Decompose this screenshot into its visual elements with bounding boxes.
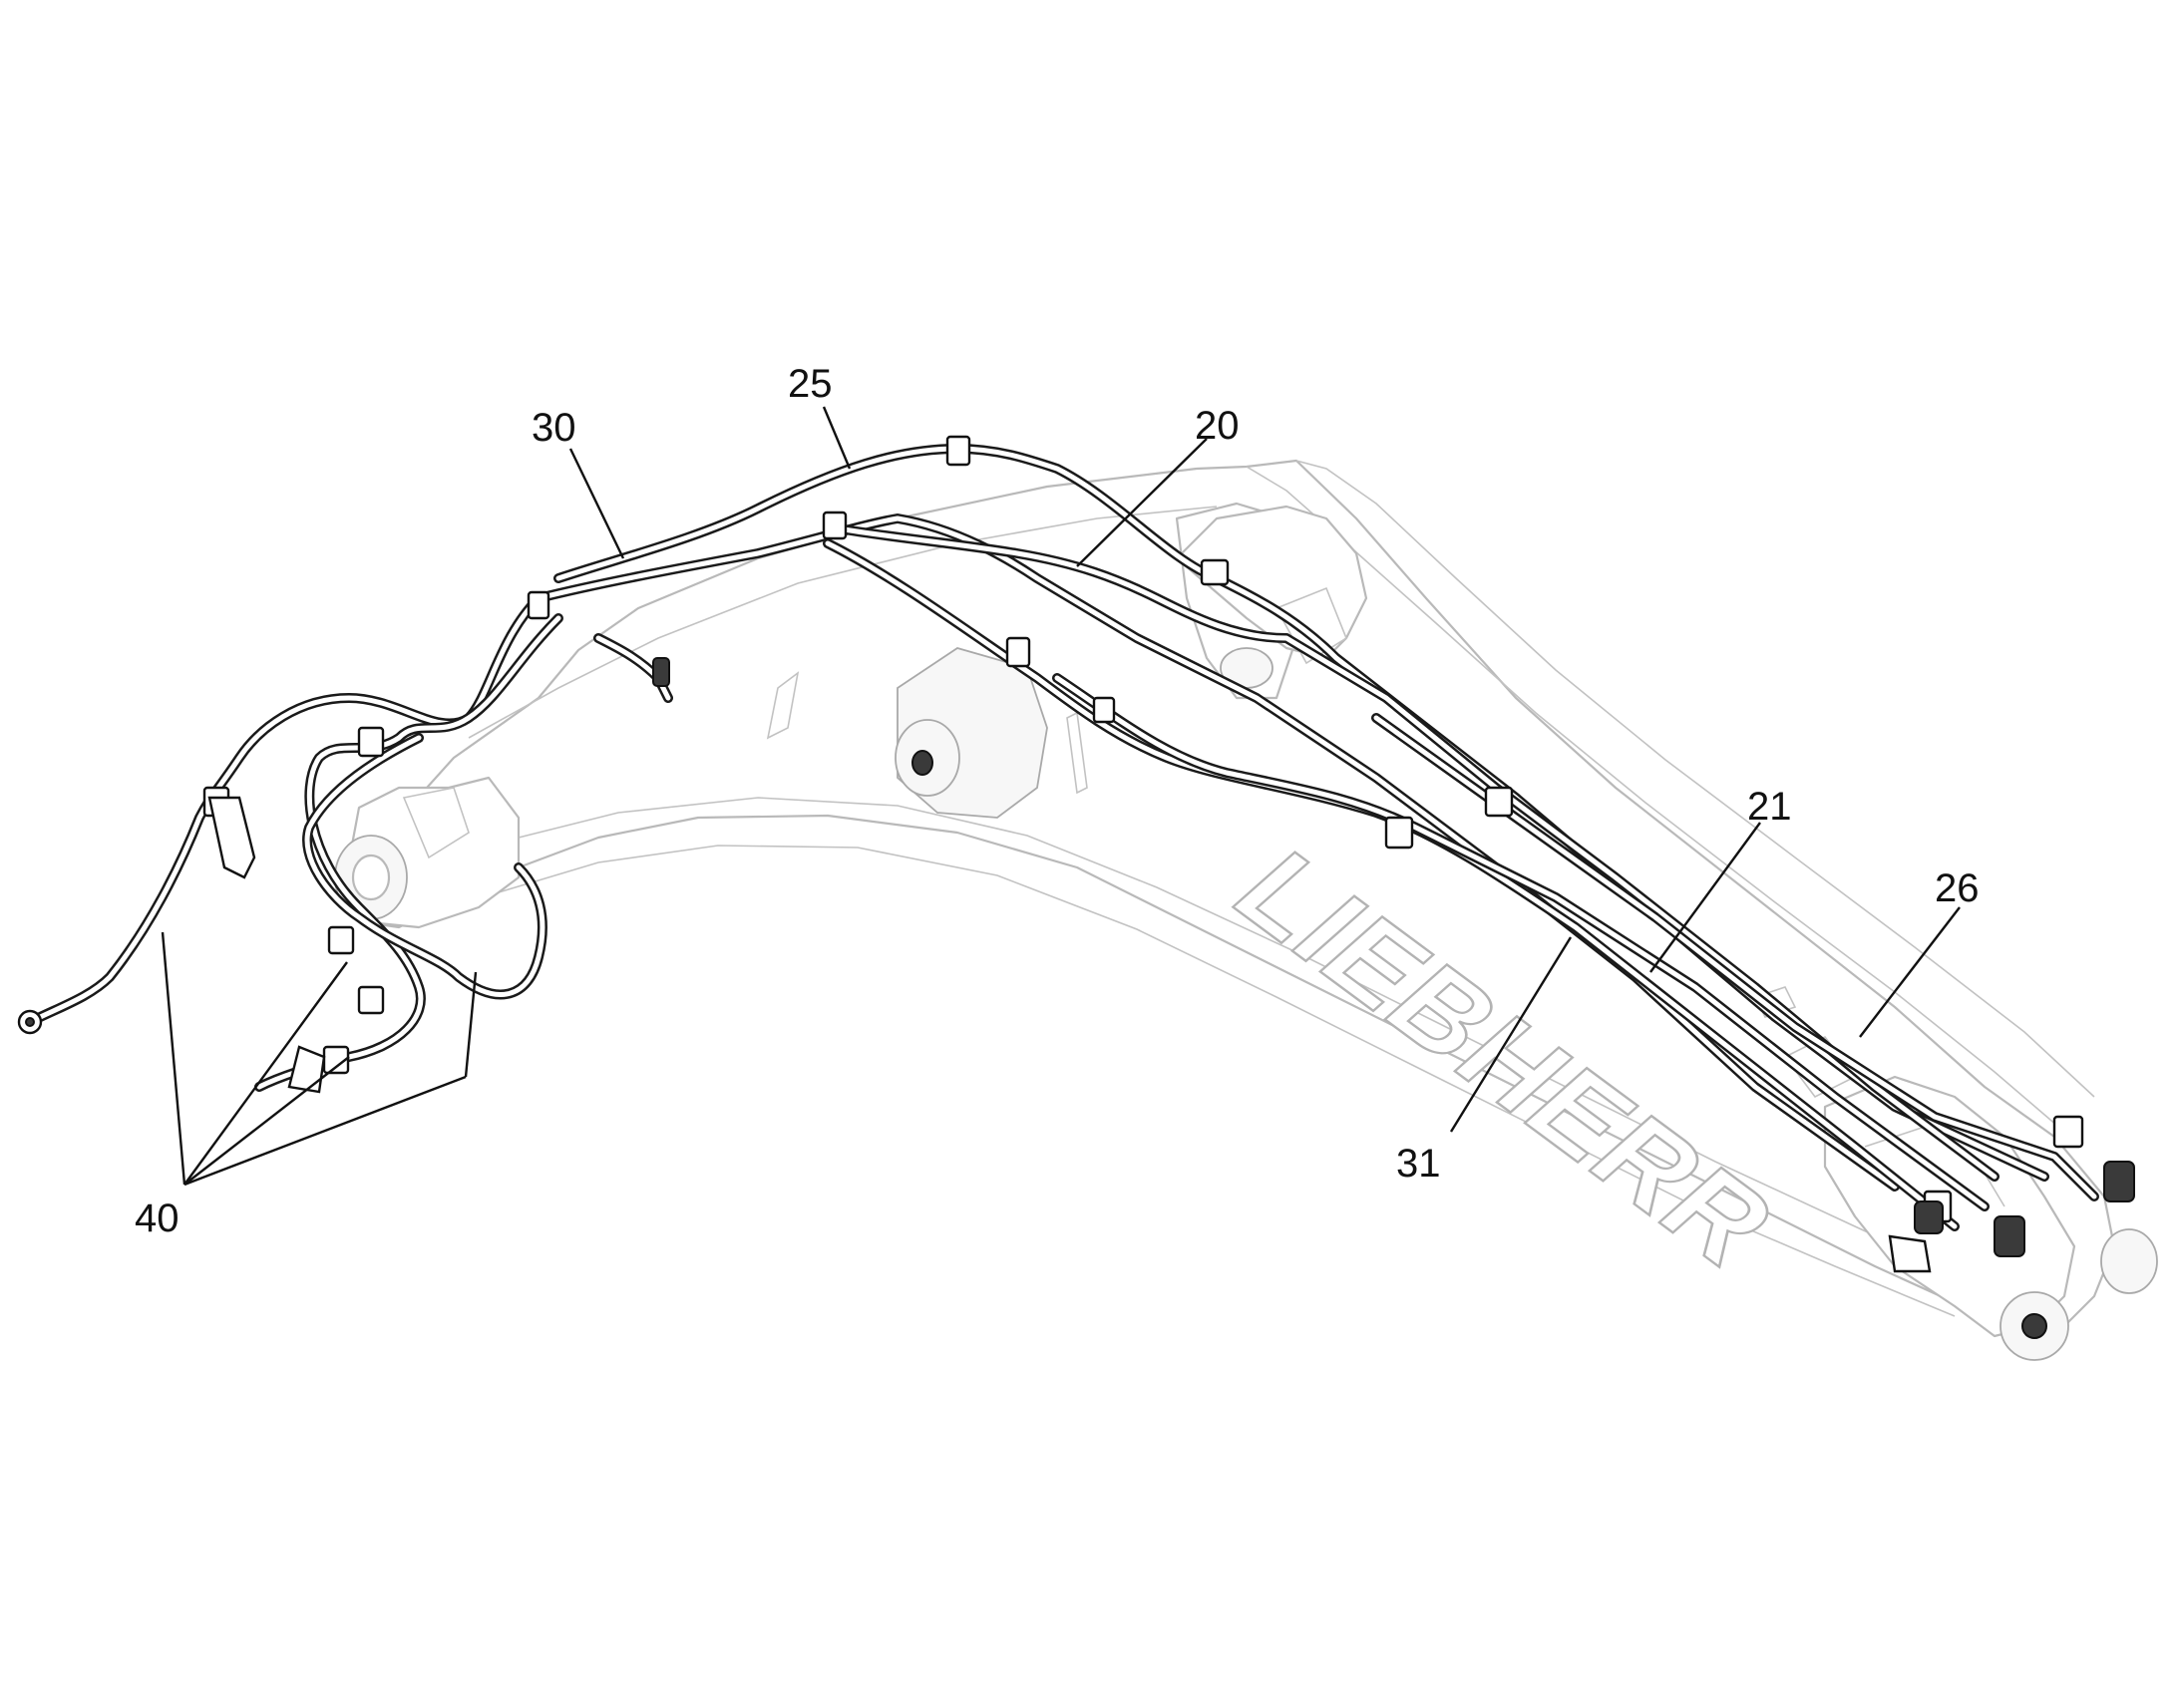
boom-end-pin: [2021, 1313, 2047, 1339]
hose-clamp: [945, 435, 971, 467]
callout-30: 30: [532, 406, 576, 450]
hose-end-eye-bore: [25, 1017, 35, 1027]
hose-clamp: [1484, 786, 1514, 818]
cylinder-bracket-pin: [911, 750, 933, 776]
leader-40-b: [183, 961, 348, 1186]
hose-clamp: [1005, 636, 1031, 668]
clamps-fittings: [17, 435, 2135, 1273]
leader-30: [568, 448, 625, 559]
hose-clamp: [822, 511, 848, 540]
hose-clamp: [357, 985, 385, 1015]
callout-20: 20: [1195, 404, 1240, 448]
hose-clamp: [1092, 696, 1116, 724]
hose-end-fitting: [2103, 1161, 2135, 1202]
hose-clamp: [527, 590, 550, 620]
mounting-bracket: [287, 1045, 326, 1094]
callout-leaders: [161, 406, 1961, 1187]
leader-40-c: [183, 1056, 350, 1186]
callout-31: 31: [1396, 1142, 1441, 1186]
hose-end-fitting: [1914, 1200, 1944, 1234]
hose-clamp: [1200, 558, 1230, 586]
leader-21: [1649, 822, 1761, 973]
leader-26: [1859, 906, 1961, 1038]
mounting-bracket: [207, 796, 256, 879]
hose-end-fitting: [652, 657, 670, 687]
hose-clamp: [357, 726, 385, 758]
mounting-bracket: [1888, 1234, 1932, 1273]
callout-labels: 25 30 20 21 26 31 40: [135, 362, 1980, 1240]
hose-clamp: [1384, 816, 1414, 850]
leader-31: [1449, 936, 1573, 1133]
boom-end-pin-boss-2: [2100, 1228, 2158, 1294]
callout-21: 21: [1747, 785, 1792, 829]
hose-clamp: [327, 925, 355, 955]
leader-40-d: [183, 1075, 467, 1187]
boom-foot-pin-hole: [351, 854, 391, 901]
leader-20: [1076, 438, 1208, 567]
callout-26: 26: [1935, 866, 1980, 910]
callout-25: 25: [788, 362, 833, 406]
callout-40: 40: [135, 1196, 180, 1240]
leader-25: [822, 406, 852, 470]
hose-end-fitting: [1994, 1215, 2025, 1257]
leader-40-a: [161, 931, 186, 1186]
leader-40-e: [464, 971, 478, 1078]
hose-lines: [25, 444, 2099, 1231]
hose-clamp: [2052, 1115, 2084, 1149]
